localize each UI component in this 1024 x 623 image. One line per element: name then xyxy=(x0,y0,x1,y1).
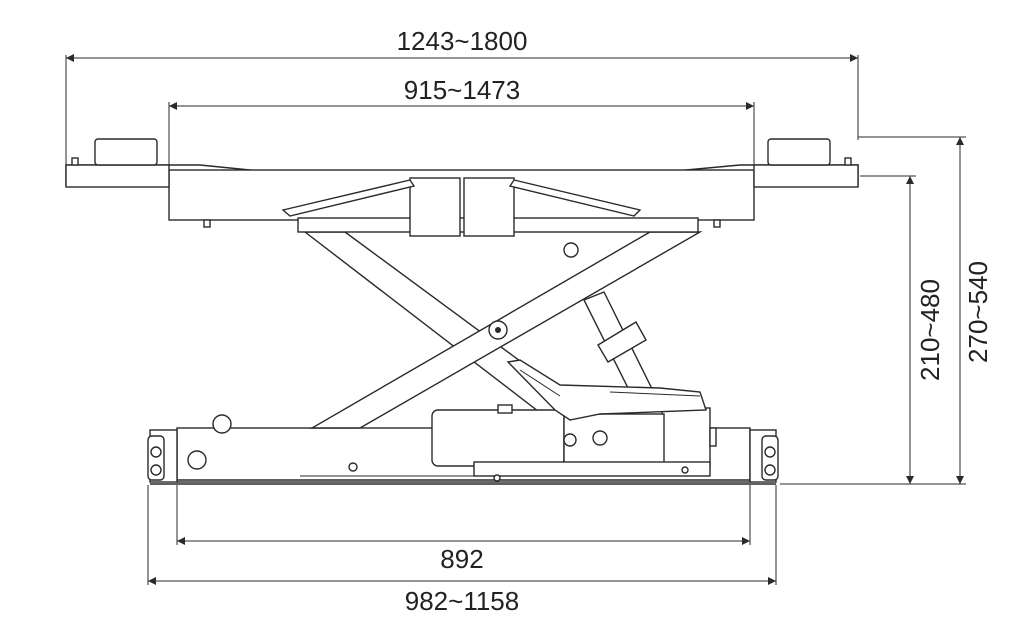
right-rubber-pad xyxy=(767,138,831,166)
base-hole xyxy=(187,450,207,470)
dimension-base-length: 892 xyxy=(176,485,751,574)
left-roller xyxy=(147,435,165,481)
base-knob xyxy=(212,414,232,434)
dim-label-platform-width: 1243~1800 xyxy=(397,26,528,56)
dimension-overall-length: 982~1158 xyxy=(147,485,777,616)
right-roller xyxy=(761,435,779,481)
dimension-lift-range-outer: 270~540 xyxy=(858,136,993,484)
pump-lever xyxy=(506,359,707,421)
upper-pivot xyxy=(563,242,579,258)
dim-label-lift-range-outer: 270~540 xyxy=(963,261,993,363)
dimension-lift-range-inner: 210~480 xyxy=(780,175,966,485)
dim-label-lift-range-inner: 210~480 xyxy=(915,279,945,381)
scissor-arm-front xyxy=(309,231,703,429)
dimension-platform-width: 1243~1800 xyxy=(65,26,859,165)
dim-label-overall-length: 982~1158 xyxy=(405,586,519,616)
hydraulic-pump xyxy=(431,404,717,482)
dim-label-arm-width: 915~1473 xyxy=(404,75,520,105)
dim-label-base-length: 892 xyxy=(440,544,483,574)
left-rubber-pad xyxy=(94,138,158,166)
top-platform xyxy=(65,138,859,237)
dimension-arm-width: 915~1473 xyxy=(168,75,755,170)
